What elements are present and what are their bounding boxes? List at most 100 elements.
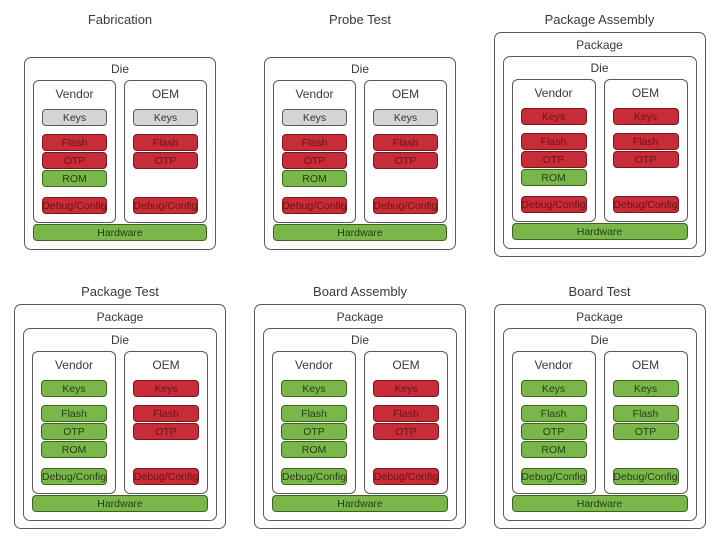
oem-box: OEM Keys Flash OTP ROM Debug/Config (364, 80, 447, 223)
memory-stack: Flash OTP ROM (520, 405, 587, 458)
otp-box: OTP (282, 152, 347, 169)
die-box: Die Vendor Keys Flash OTP ROM Debug/Conf… (23, 328, 217, 521)
oem-box: OEM Keys Flash OTP ROM Debug/Config (603, 351, 688, 494)
memory-stack: Flash OTP ROM (281, 405, 347, 458)
memory-stack: Flash OTP ROM (520, 133, 587, 186)
package-box: Package Die Vendor Keys Flash OTP ROM De… (254, 304, 466, 529)
hardware-bar: Hardware (272, 495, 448, 512)
oem-box: OEM Keys Flash OTP ROM Debug/Config (124, 80, 207, 223)
oem-label: OEM (151, 87, 180, 101)
stage-title: Fabrication (87, 12, 153, 27)
otp-box: OTP (520, 423, 587, 440)
keys-box: Keys (41, 380, 107, 397)
die-box: Die Vendor Keys Flash OTP ROM Debug/Conf… (263, 328, 457, 521)
keys-box: Keys (133, 380, 199, 397)
otp-box: OTP (520, 151, 587, 168)
flash-box: Flash (133, 134, 198, 151)
otp-box: OTP (42, 152, 107, 169)
memory-stack: Flash OTP ROM (133, 405, 199, 458)
flash-box: Flash (520, 133, 587, 150)
keys-box: Keys (42, 109, 107, 126)
hardware-bar: Hardware (511, 495, 688, 512)
vendor-label: Vendor (294, 358, 334, 372)
memory-stack: Flash OTP ROM (612, 405, 679, 458)
package-box: Package Die Vendor Keys Flash OTP ROM De… (493, 32, 706, 257)
keys-box: Keys (281, 380, 347, 397)
flash-box: Flash (520, 405, 587, 422)
oem-box: OEM Keys Flash OTP ROM Debug/Config (364, 351, 448, 494)
memory-stack: Flash OTP ROM (133, 134, 198, 187)
otp-box: OTP (41, 423, 107, 440)
flash-box: Flash (133, 405, 199, 422)
flash-box: Flash (373, 134, 438, 151)
debug-config-box: Debug/Config (373, 468, 439, 485)
rom-box: ROM (520, 441, 587, 458)
die-box: Die Vendor Keys Flash OTP ROM Debug/Conf… (502, 328, 697, 521)
keys-box: Keys (612, 108, 679, 125)
flash-box: Flash (373, 405, 439, 422)
hardware-bar: Hardware (33, 224, 207, 241)
vendor-box: Vendor Keys Flash OTP ROM Debug/Config (272, 351, 356, 494)
debug-config-box: Debug/Config (281, 468, 347, 485)
die-label: Die (110, 333, 129, 347)
hardware-bar: Hardware (32, 495, 208, 512)
die-box: Die Vendor Keys Flash OTP ROM Debug/Conf… (264, 57, 456, 250)
die-label: Die (350, 62, 369, 76)
vendor-label: Vendor (534, 358, 573, 372)
debug-config-box: Debug/Config (612, 468, 679, 485)
otp-box: OTP (133, 152, 198, 169)
stage-title: Package Test (81, 284, 159, 299)
vendor-box: Vendor Keys Flash OTP ROM Debug/Config (273, 80, 356, 223)
keys-box: Keys (520, 380, 587, 397)
vendor-label: Vendor (534, 86, 573, 100)
stage-panel: Board Test Package Die Vendor Keys Flash… (480, 272, 719, 545)
die-columns: Vendor Keys Flash OTP ROM Debug/Config O… (273, 80, 447, 223)
otp-box: OTP (281, 423, 347, 440)
flash-box: Flash (612, 133, 679, 150)
vendor-label: Vendor (55, 87, 94, 101)
debug-config-box: Debug/Config (282, 197, 347, 214)
stage-panel: Board Assembly Package Die Vendor Keys F… (240, 272, 480, 545)
rom-box: ROM (41, 441, 107, 458)
memory-stack: Flash OTP ROM (42, 134, 107, 187)
vendor-box: Vendor Keys Flash OTP ROM Debug/Config (511, 351, 596, 494)
debug-config-box: Debug/Config (373, 197, 438, 214)
vendor-box: Vendor Keys Flash OTP ROM Debug/Config (511, 79, 596, 222)
memory-stack: Flash OTP ROM (373, 405, 439, 458)
otp-box: OTP (373, 152, 438, 169)
stage-title: Package Assembly (544, 12, 655, 27)
otp-box: OTP (612, 151, 679, 168)
memory-stack: Flash OTP ROM (612, 133, 679, 186)
memory-stack: Flash OTP ROM (373, 134, 438, 187)
keys-box: Keys (282, 109, 347, 126)
die-label: Die (350, 333, 369, 347)
die-label: Die (590, 61, 609, 75)
oem-label: OEM (152, 358, 180, 372)
stage-panel: Probe Test Package Die Vendor Keys Flash… (240, 0, 480, 272)
stage-panel: Fabrication Package Die Vendor Keys Flas… (0, 0, 240, 272)
package-label: Package (96, 310, 144, 324)
hardware-bar: Hardware (511, 223, 688, 240)
otp-box: OTP (373, 423, 439, 440)
die-columns: Vendor Keys Flash OTP ROM Debug/Config O… (511, 79, 688, 222)
flash-box: Flash (282, 134, 347, 151)
hardware-bar: Hardware (273, 224, 447, 241)
flash-box: Flash (41, 405, 107, 422)
vendor-label: Vendor (295, 87, 334, 101)
otp-box: OTP (612, 423, 679, 440)
keys-box: Keys (373, 109, 438, 126)
die-columns: Vendor Keys Flash OTP ROM Debug/Config O… (272, 351, 448, 494)
die-label: Die (110, 62, 129, 76)
package-box: Package Die Vendor Keys Flash OTP ROM De… (23, 56, 217, 251)
stage-panel: Package Assembly Package Die Vendor Keys… (480, 0, 719, 272)
stage-panel: Package Test Package Die Vendor Keys Fla… (0, 272, 240, 545)
debug-config-box: Debug/Config (612, 196, 679, 213)
keys-box: Keys (133, 109, 198, 126)
debug-config-box: Debug/Config (42, 197, 107, 214)
package-box: Package Die Vendor Keys Flash OTP ROM De… (14, 304, 226, 529)
die-columns: Vendor Keys Flash OTP ROM Debug/Config O… (33, 80, 207, 223)
memory-stack: Flash OTP ROM (41, 405, 107, 458)
oem-label: OEM (391, 87, 420, 101)
otp-box: OTP (133, 423, 199, 440)
